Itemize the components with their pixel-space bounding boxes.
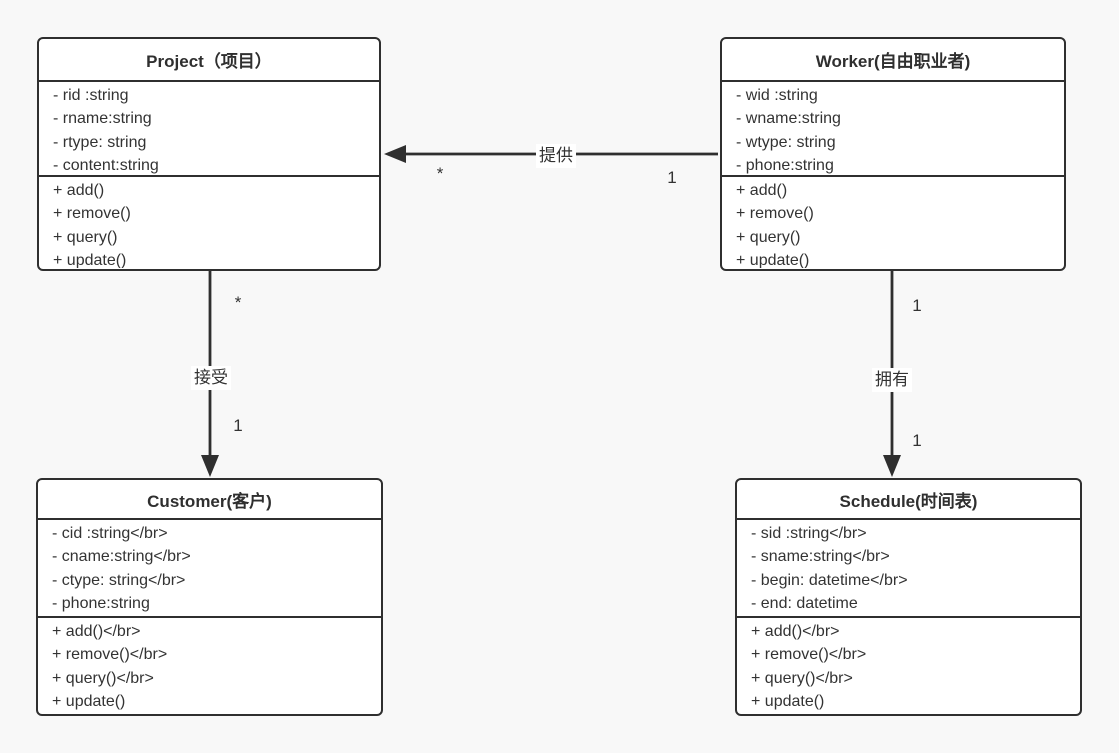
class-customer-attributes: - cid :string</br> - cname:string</br> -… xyxy=(38,520,381,618)
relation-provide-multiplicity-project: * xyxy=(436,164,444,183)
attribute-row: - phone:string xyxy=(736,157,834,175)
attribute-row: - rname:string xyxy=(53,110,152,128)
relation-provide-label: 提供 xyxy=(536,144,576,168)
attribute-row: - begin: datetime</br> xyxy=(751,571,908,589)
method-row: + add() xyxy=(53,182,105,199)
relation-own-label: 拥有 xyxy=(872,368,912,392)
class-project[interactable]: Project（项目） - rid :string - rname:string… xyxy=(37,37,381,271)
method-row: + update() xyxy=(53,252,127,268)
class-schedule[interactable]: Schedule(时间表) - sid :string</br> - sname… xyxy=(735,478,1082,716)
method-row: + query()</br> xyxy=(751,669,853,687)
class-worker-methods: + add() + remove() + query() + update() xyxy=(722,177,1064,268)
relation-accept-multiplicity-project: * xyxy=(234,293,242,312)
arrowhead-down-icon xyxy=(883,455,901,477)
class-worker[interactable]: Worker(自由职业者) - wid :string - wname:stri… xyxy=(720,37,1066,271)
method-row: + update() xyxy=(751,693,825,711)
class-worker-title: Worker(自由职业者) xyxy=(722,39,1064,82)
class-project-title: Project（项目） xyxy=(39,39,379,82)
attribute-row: - ctype: string</br> xyxy=(52,571,186,589)
class-worker-attributes: - wid :string - wname:string - wtype: st… xyxy=(722,82,1064,177)
attribute-row: - cname:string</br> xyxy=(52,548,191,566)
attribute-row: - wtype: string xyxy=(736,133,836,151)
method-row: + query()</br> xyxy=(52,669,154,687)
relation-accept-label: 接受 xyxy=(191,366,231,390)
attribute-row: - rtype: string xyxy=(53,133,147,151)
method-row: + remove() xyxy=(736,205,814,223)
method-row: + remove() xyxy=(53,205,131,223)
relation-own-multiplicity-schedule: 1 xyxy=(912,431,922,450)
class-customer-methods: + add()</br> + remove()</br> + query()</… xyxy=(38,618,381,711)
method-row: + add()</br> xyxy=(751,623,840,640)
attribute-row: - sid :string</br> xyxy=(751,525,867,542)
method-row: + add()</br> xyxy=(52,623,141,640)
attribute-row: - end: datetime xyxy=(751,595,858,613)
attribute-row: - wname:string xyxy=(736,110,841,128)
method-row: + update() xyxy=(52,693,126,711)
class-project-methods: + add() + remove() + query() + update() xyxy=(39,177,379,268)
attribute-row: - rid :string xyxy=(53,87,129,104)
class-project-attributes: - rid :string - rname:string - rtype: st… xyxy=(39,82,379,177)
attribute-row: - sname:string</br> xyxy=(751,548,890,566)
arrowhead-down-icon xyxy=(201,455,219,477)
method-row: + query() xyxy=(736,228,801,246)
method-row: + remove()</br> xyxy=(751,646,867,664)
method-row: + add() xyxy=(736,182,788,199)
method-row: + update() xyxy=(736,252,810,268)
relation-provide-multiplicity-worker: 1 xyxy=(667,168,677,187)
class-schedule-title: Schedule(时间表) xyxy=(737,480,1080,520)
class-customer-title: Customer(客户) xyxy=(38,480,381,520)
class-customer[interactable]: Customer(客户) - cid :string</br> - cname:… xyxy=(36,478,383,716)
method-row: + query() xyxy=(53,228,118,246)
attribute-row: - phone:string xyxy=(52,595,150,613)
attribute-row: - cid :string</br> xyxy=(52,525,168,542)
relation-accept-multiplicity-customer: 1 xyxy=(233,416,243,435)
attribute-row: - content:string xyxy=(53,157,159,175)
method-row: + remove()</br> xyxy=(52,646,168,664)
arrowhead-left-icon xyxy=(384,145,406,163)
attribute-row: - wid :string xyxy=(736,87,818,104)
class-schedule-methods: + add()</br> + remove()</br> + query()</… xyxy=(737,618,1080,711)
class-schedule-attributes: - sid :string</br> - sname:string</br> -… xyxy=(737,520,1080,618)
relation-own-multiplicity-worker: 1 xyxy=(912,296,922,315)
